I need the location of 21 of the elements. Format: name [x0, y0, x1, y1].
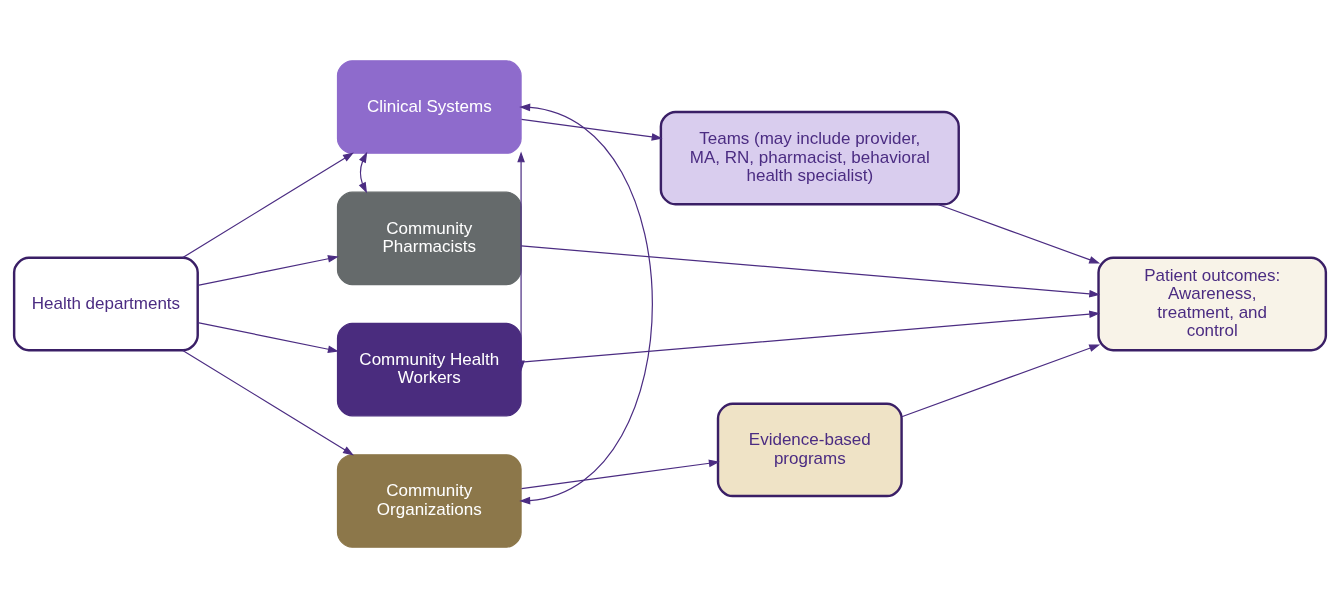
node-box: Clinical Systems [336, 60, 522, 154]
arrow [358, 151, 368, 194]
arrow [197, 321, 339, 353]
arrow [901, 344, 1101, 418]
node-box: Health departments [12, 256, 199, 352]
node-box: Patient outcomes: Awareness, treatment, and control [1097, 256, 1328, 352]
arrow [937, 203, 1101, 264]
arrow [517, 151, 525, 372]
node-box: Evidence-based programs [716, 402, 903, 498]
arrow [519, 103, 653, 505]
node-box: Community Health Workers [336, 322, 522, 417]
arrow [182, 152, 354, 259]
arrow [520, 310, 1101, 363]
node-box: Community Organizations [336, 454, 522, 548]
arrow [182, 349, 354, 456]
node-box: Community Pharmacists [336, 191, 522, 286]
arrow [197, 255, 339, 287]
node-box: Teams (may include provider, MA, RN, pharmacist, behavioral health specialist) [659, 110, 960, 206]
arrow [520, 245, 1101, 298]
arrow [520, 118, 663, 141]
arrow [520, 459, 720, 490]
